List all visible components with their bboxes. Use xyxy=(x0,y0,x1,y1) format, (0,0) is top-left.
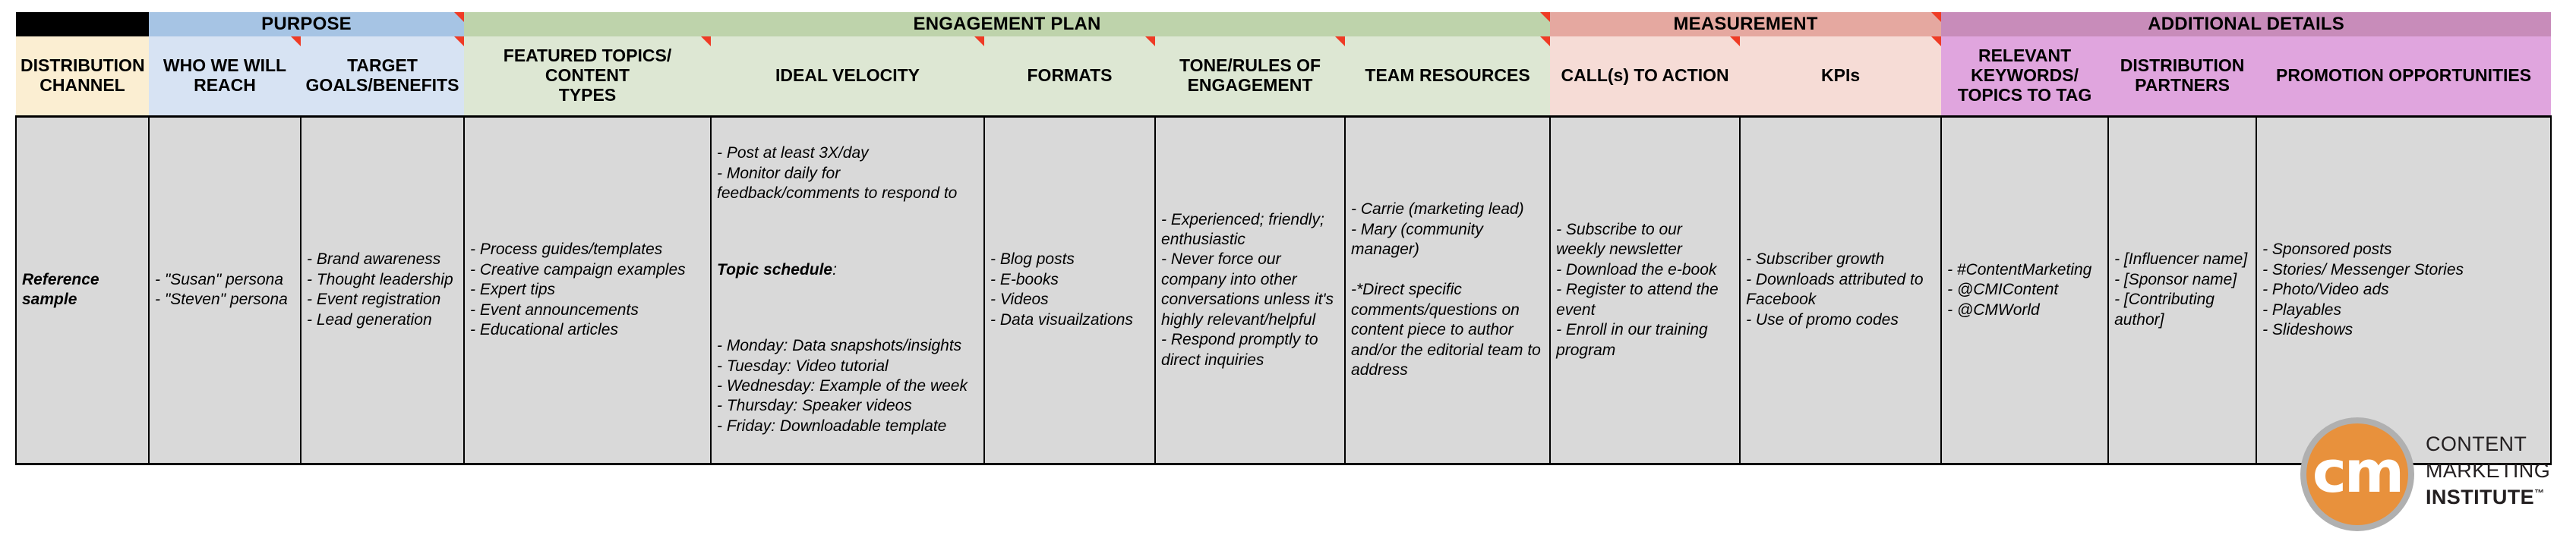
column-header-distribution-partners: DISTRIBUTION PARTNERS xyxy=(2108,36,2257,117)
channel-plan-table: PURPOSE ENGAGEMENT PLAN MEASUREMENT ADDI… xyxy=(15,12,2552,465)
cell-target-goals-benefits[interactable]: - Brand awareness - Thought leadership -… xyxy=(299,115,466,465)
comment-marker-icon[interactable] xyxy=(1931,36,1942,46)
cmi-logo-line-marketing: MARKETING xyxy=(2426,459,2551,483)
trademark-icon: ™ xyxy=(2534,487,2545,499)
comment-marker-icon[interactable] xyxy=(1931,12,1942,22)
group-header-purpose: PURPOSE xyxy=(149,12,465,36)
group-header-engagement-plan: ENGAGEMENT PLAN xyxy=(464,12,1551,36)
column-header-featured-topics: FEATURED TOPICS/ CONTENT TYPES xyxy=(464,36,712,117)
velocity-schedule-heading-text: Topic schedule xyxy=(717,260,833,278)
column-header-promotion-opportunities-label: PROMOTION OPPORTUNITIES xyxy=(2276,65,2532,86)
comment-marker-icon[interactable] xyxy=(701,36,712,46)
cmi-logo-wordmark: CONTENT MARKETING INSTITUTE™ xyxy=(2426,431,2550,511)
column-header-team-resources: TEAM RESOURCES xyxy=(1345,36,1551,117)
velocity-schedule-heading-suffix: : xyxy=(832,260,837,278)
column-header-tone-rules-of-engagement-label: TONE/RULES OF ENGAGEMENT xyxy=(1179,55,1321,95)
comment-marker-icon[interactable] xyxy=(454,12,465,22)
cell-featured-topics[interactable]: - Process guides/templates - Creative ca… xyxy=(463,115,712,465)
velocity-intro: - Post at least 3X/day - Monitor daily f… xyxy=(717,144,958,203)
column-header-featured-topics-label: FEATURED TOPICS/ CONTENT TYPES xyxy=(503,46,672,105)
comment-marker-icon[interactable] xyxy=(974,36,985,46)
velocity-spacer-2 xyxy=(717,301,978,316)
group-header-purpose-label: PURPOSE xyxy=(261,14,352,34)
cell-relevant-keywords[interactable]: - #ContentMarketing - @CMIContent - @CMW… xyxy=(1940,115,2110,465)
column-header-calls-to-action-label: CALL(s) TO ACTION xyxy=(1561,65,1729,86)
cell-kpis[interactable]: - Subscriber growth - Downloads attribut… xyxy=(1739,115,1943,465)
cmi-logo-circle: cm xyxy=(2306,423,2408,525)
cmi-logo-ring: cm xyxy=(2300,417,2414,531)
column-header-calls-to-action: CALL(s) TO ACTION xyxy=(1550,36,1741,117)
column-header-formats: FORMATS xyxy=(984,36,1156,117)
column-header-promotion-opportunities: PROMOTION OPPORTUNITIES xyxy=(2256,36,2552,117)
table-row: Reference sample - "Susan" persona - "St… xyxy=(15,115,2552,465)
cell-tone-rules[interactable]: - Experienced; friendly; enthusiastic - … xyxy=(1154,115,1346,465)
column-header-ideal-velocity-label: IDEAL VELOCITY xyxy=(775,65,920,86)
cell-calls-to-action[interactable]: - Subscribe to our weekly newsletter - D… xyxy=(1549,115,1741,465)
column-header-formats-label: FORMATS xyxy=(1027,65,1113,86)
group-header-additional-details-label: ADDITIONAL DETAILS xyxy=(2148,14,2344,34)
group-header-measurement: MEASUREMENT xyxy=(1550,12,1942,36)
comment-marker-icon[interactable] xyxy=(291,36,301,46)
cmi-logo-monogram: cm xyxy=(2312,438,2404,505)
velocity-spacer xyxy=(717,224,978,240)
cell-formats[interactable]: - Blog posts - E-books - Videos - Data v… xyxy=(983,115,1157,465)
group-header-row: PURPOSE ENGAGEMENT PLAN MEASUREMENT ADDI… xyxy=(16,12,2552,36)
group-header-additional-details: ADDITIONAL DETAILS xyxy=(1941,12,2552,36)
column-header-relevant-keywords-label: RELEVANT KEYWORDS/ TOPICS TO TAG xyxy=(1957,46,2092,105)
velocity-schedule-heading: Topic schedule: xyxy=(717,260,978,280)
comment-marker-icon[interactable] xyxy=(1540,36,1551,46)
group-header-engagement-plan-label: ENGAGEMENT PLAN xyxy=(913,14,1101,34)
comment-marker-icon[interactable] xyxy=(1540,12,1551,22)
column-header-distribution-channel: DISTRIBUTION CHANNEL xyxy=(16,36,149,117)
cell-distribution-partners[interactable]: - [Influencer name] - [Sponsor name] - [… xyxy=(2107,115,2258,465)
group-header-measurement-label: MEASUREMENT xyxy=(1673,14,1818,34)
column-header-relevant-keywords: RELEVANT KEYWORDS/ TOPICS TO TAG xyxy=(1941,36,2109,117)
cmi-logo-line-content: CONTENT xyxy=(2426,433,2527,455)
column-header-who-we-will-reach-label: WHO WE WILL REACH xyxy=(163,55,287,95)
cell-team-resources[interactable]: - Carrie (marketing lead) - Mary (commun… xyxy=(1344,115,1552,465)
group-header-blank xyxy=(16,12,149,36)
column-header-target-goals-benefits-label: TARGET GOALS/BENEFITS xyxy=(305,55,459,95)
cell-promotion-opportunities[interactable]: - Sponsored posts - Stories/ Messenger S… xyxy=(2256,115,2552,465)
column-header-tone-rules-of-engagement: TONE/RULES OF ENGAGEMENT xyxy=(1155,36,1346,117)
column-header-distribution-channel-label: DISTRIBUTION CHANNEL xyxy=(21,55,145,95)
cell-who-we-will-reach[interactable]: - "Susan" persona - "Steven" persona xyxy=(148,115,301,465)
cell-ideal-velocity[interactable]: - Post at least 3X/day - Monitor daily f… xyxy=(710,115,986,465)
column-header-row: DISTRIBUTION CHANNEL WHO WE WILL REACH T… xyxy=(16,36,2552,117)
comment-marker-icon[interactable] xyxy=(1145,36,1156,46)
cell-row-label[interactable]: Reference sample xyxy=(15,115,150,465)
column-header-who-we-will-reach: WHO WE WILL REACH xyxy=(149,36,301,117)
column-header-team-resources-label: TEAM RESOURCES xyxy=(1365,65,1530,86)
column-header-ideal-velocity: IDEAL VELOCITY xyxy=(711,36,985,117)
spreadsheet-sheet: PURPOSE ENGAGEMENT PLAN MEASUREMENT ADDI… xyxy=(15,12,2552,465)
column-header-kpis: KPIs xyxy=(1740,36,1942,117)
comment-marker-icon[interactable] xyxy=(1730,36,1741,46)
column-header-distribution-partners-label: DISTRIBUTION PARTNERS xyxy=(2120,55,2245,95)
column-header-target-goals-benefits: TARGET GOALS/BENEFITS xyxy=(301,36,465,117)
cmi-logo-line-institute: INSTITUTE™ xyxy=(2426,484,2550,511)
column-header-kpis-label: KPIs xyxy=(1821,65,1861,86)
comment-marker-icon[interactable] xyxy=(454,36,465,46)
comment-marker-icon[interactable] xyxy=(1335,36,1346,46)
cmi-logo-institute-text: INSTITUTE xyxy=(2426,486,2535,509)
velocity-schedule: - Monday: Data snapshots/insights - Tues… xyxy=(717,337,968,435)
cmi-logo: cm CONTENT MARKETING INSTITUTE™ xyxy=(2300,416,2551,537)
